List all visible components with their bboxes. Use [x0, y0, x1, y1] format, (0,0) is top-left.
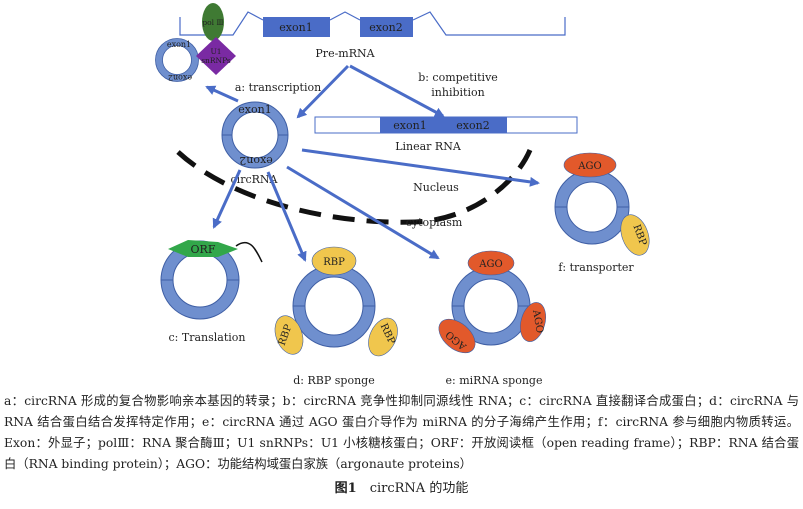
arrow-mirna-sponge — [286, 165, 440, 260]
arrow-translation — [212, 169, 242, 229]
arrow-b-label-line1: b: competitive — [418, 71, 498, 84]
rbp-top — [311, 246, 357, 276]
ago-left — [438, 318, 476, 354]
circrna-exon2-label: exon2 — [239, 154, 272, 167]
figure-title-text: circRNA 的功能 — [369, 481, 469, 496]
cytoplasm-label: cytoplasm — [406, 216, 463, 229]
nucleus-label: Nucleus — [413, 181, 459, 194]
linear-exon1 — [380, 117, 440, 133]
orf-marker — [168, 240, 238, 257]
small-ring-exon1-label: exon1 — [167, 40, 191, 49]
transporter-label: f: transporter — [558, 261, 634, 274]
pre-mrna-exon1-label: exon1 — [279, 21, 312, 34]
transporter-circrna: AGO RBP f: transporter — [554, 152, 650, 274]
rbp-right — [368, 317, 398, 357]
mirna-sponge-label: e: miRNA sponge — [446, 374, 543, 387]
peptide-chain — [235, 241, 263, 263]
linear-rna-label: Linear RNA — [395, 140, 462, 153]
small-ring-exon2-label: exon2 — [168, 73, 192, 82]
circrna-label: circRNA — [231, 173, 279, 186]
ago-right — [520, 302, 546, 342]
arrow-b-label-line2: inhibition — [431, 86, 484, 99]
u1-label: U1 — [210, 47, 221, 56]
u1-snrnps — [196, 37, 236, 75]
arrow-transporter — [301, 148, 540, 187]
linear-exon2-label: exon2 — [456, 119, 489, 132]
rbp-sponge-label: d: RBP sponge — [293, 374, 374, 387]
transcription-complex: exon1 exon2 pol Ⅲ U1 snRNPs — [155, 3, 236, 82]
arrow-transcription — [205, 85, 239, 103]
ago-top-label: AGO — [478, 259, 502, 270]
circrna-function-diagram: exon1 exon2 Pre-mRNA exon1 exon2 pol Ⅲ U… — [155, 3, 650, 387]
arrow-pre-mrna-to-circ — [296, 64, 350, 119]
rbp-sponge-circrna: RBP RBP RBP d: RBP sponge — [274, 246, 398, 387]
rbp-left — [274, 315, 304, 355]
pre-mrna-label: Pre-mRNA — [315, 47, 375, 60]
small-circrna-ring — [155, 38, 199, 82]
figure-title: 图1 circRNA 的功能 — [4, 478, 799, 499]
translation-circrna: ORF c: Translation — [160, 240, 263, 344]
transporter-ago-label: AGO — [577, 161, 601, 172]
figure-number: 图1 — [334, 481, 357, 496]
pathway-arrows — [205, 64, 540, 262]
snrnps-label: snRNPs — [201, 56, 231, 65]
transporter-rbp — [620, 214, 650, 256]
rbp-top-label: RBP — [323, 257, 345, 268]
linear-exon2 — [440, 117, 507, 133]
linear-rna: exon1 exon2 Linear RNA — [314, 116, 578, 153]
circrna-exon1-label: exon1 — [238, 103, 271, 116]
figure-caption-block: a：circRNA 形成的复合物影响亲本基因的转录；b：circRNA 竞争性抑… — [4, 391, 799, 499]
arrow-a-label: a: transcription — [235, 81, 321, 94]
transporter-ago — [563, 152, 617, 178]
pre-mrna-exon2 — [360, 17, 413, 37]
figure-caption: a：circRNA 形成的复合物影响亲本基因的转录；b：circRNA 竞争性抑… — [4, 394, 799, 471]
circrna-main: exon1 exon2 circRNA — [221, 101, 289, 186]
mirna-sponge-circrna: AGO AGO AGO e: miRNA sponge — [438, 250, 546, 387]
pre-mrna-exon2-label: exon2 — [369, 21, 402, 34]
ago-top — [467, 250, 515, 276]
pre-mrna-gene: exon1 exon2 Pre-mRNA — [179, 11, 566, 60]
arrow-competitive-inhibition — [349, 64, 445, 118]
linear-exon1-label: exon1 — [393, 119, 426, 132]
pol-iii — [202, 3, 224, 41]
arrow-rbp-sponge — [266, 171, 307, 262]
ago-right-label: AGO — [530, 308, 545, 334]
pre-mrna-exon1 — [263, 17, 330, 37]
nuclear-membrane — [176, 148, 533, 225]
translation-label: c: Translation — [169, 331, 246, 344]
pol-iii-label: pol Ⅲ — [202, 18, 223, 27]
orf-label: ORF — [191, 243, 216, 256]
